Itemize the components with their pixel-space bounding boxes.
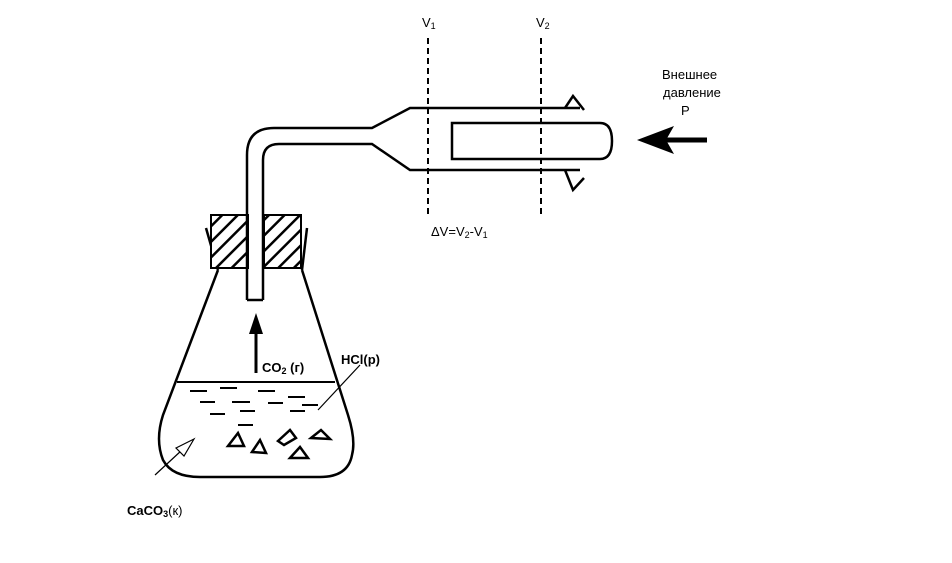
v2-label: V2 — [536, 15, 550, 31]
syringe-flanges — [563, 93, 585, 193]
external-pressure-label-line1: Внешнее — [662, 67, 717, 82]
flask-lip-right — [300, 227, 309, 271]
erlenmeyer-flask — [157, 227, 355, 479]
calcium-carbonate-pieces — [225, 428, 334, 460]
gas-delivery-tube — [245, 106, 580, 302]
stopper-right-half — [263, 214, 302, 269]
v1-label: V1 — [422, 15, 436, 31]
stopper — [210, 214, 302, 269]
co2-label: CO2 (г) — [262, 360, 304, 376]
external-pressure-arrow — [637, 126, 707, 154]
syringe-plunger — [450, 121, 614, 161]
liquid-dashes — [190, 387, 318, 426]
caco3-leader-arrow — [154, 437, 196, 476]
external-pressure-symbol: P — [681, 103, 690, 118]
caco3-label: CaCO3(к) — [127, 503, 183, 519]
delta-v-label: ΔV=V2-V1 — [431, 224, 488, 240]
hcl-leader-line — [317, 364, 361, 411]
stopper-left-half — [210, 214, 249, 269]
co2-upward-arrow — [249, 313, 263, 373]
flask-body — [157, 269, 355, 479]
hcl-label: HCl(р) — [341, 352, 380, 367]
external-pressure-label-line2: давление — [663, 85, 721, 100]
